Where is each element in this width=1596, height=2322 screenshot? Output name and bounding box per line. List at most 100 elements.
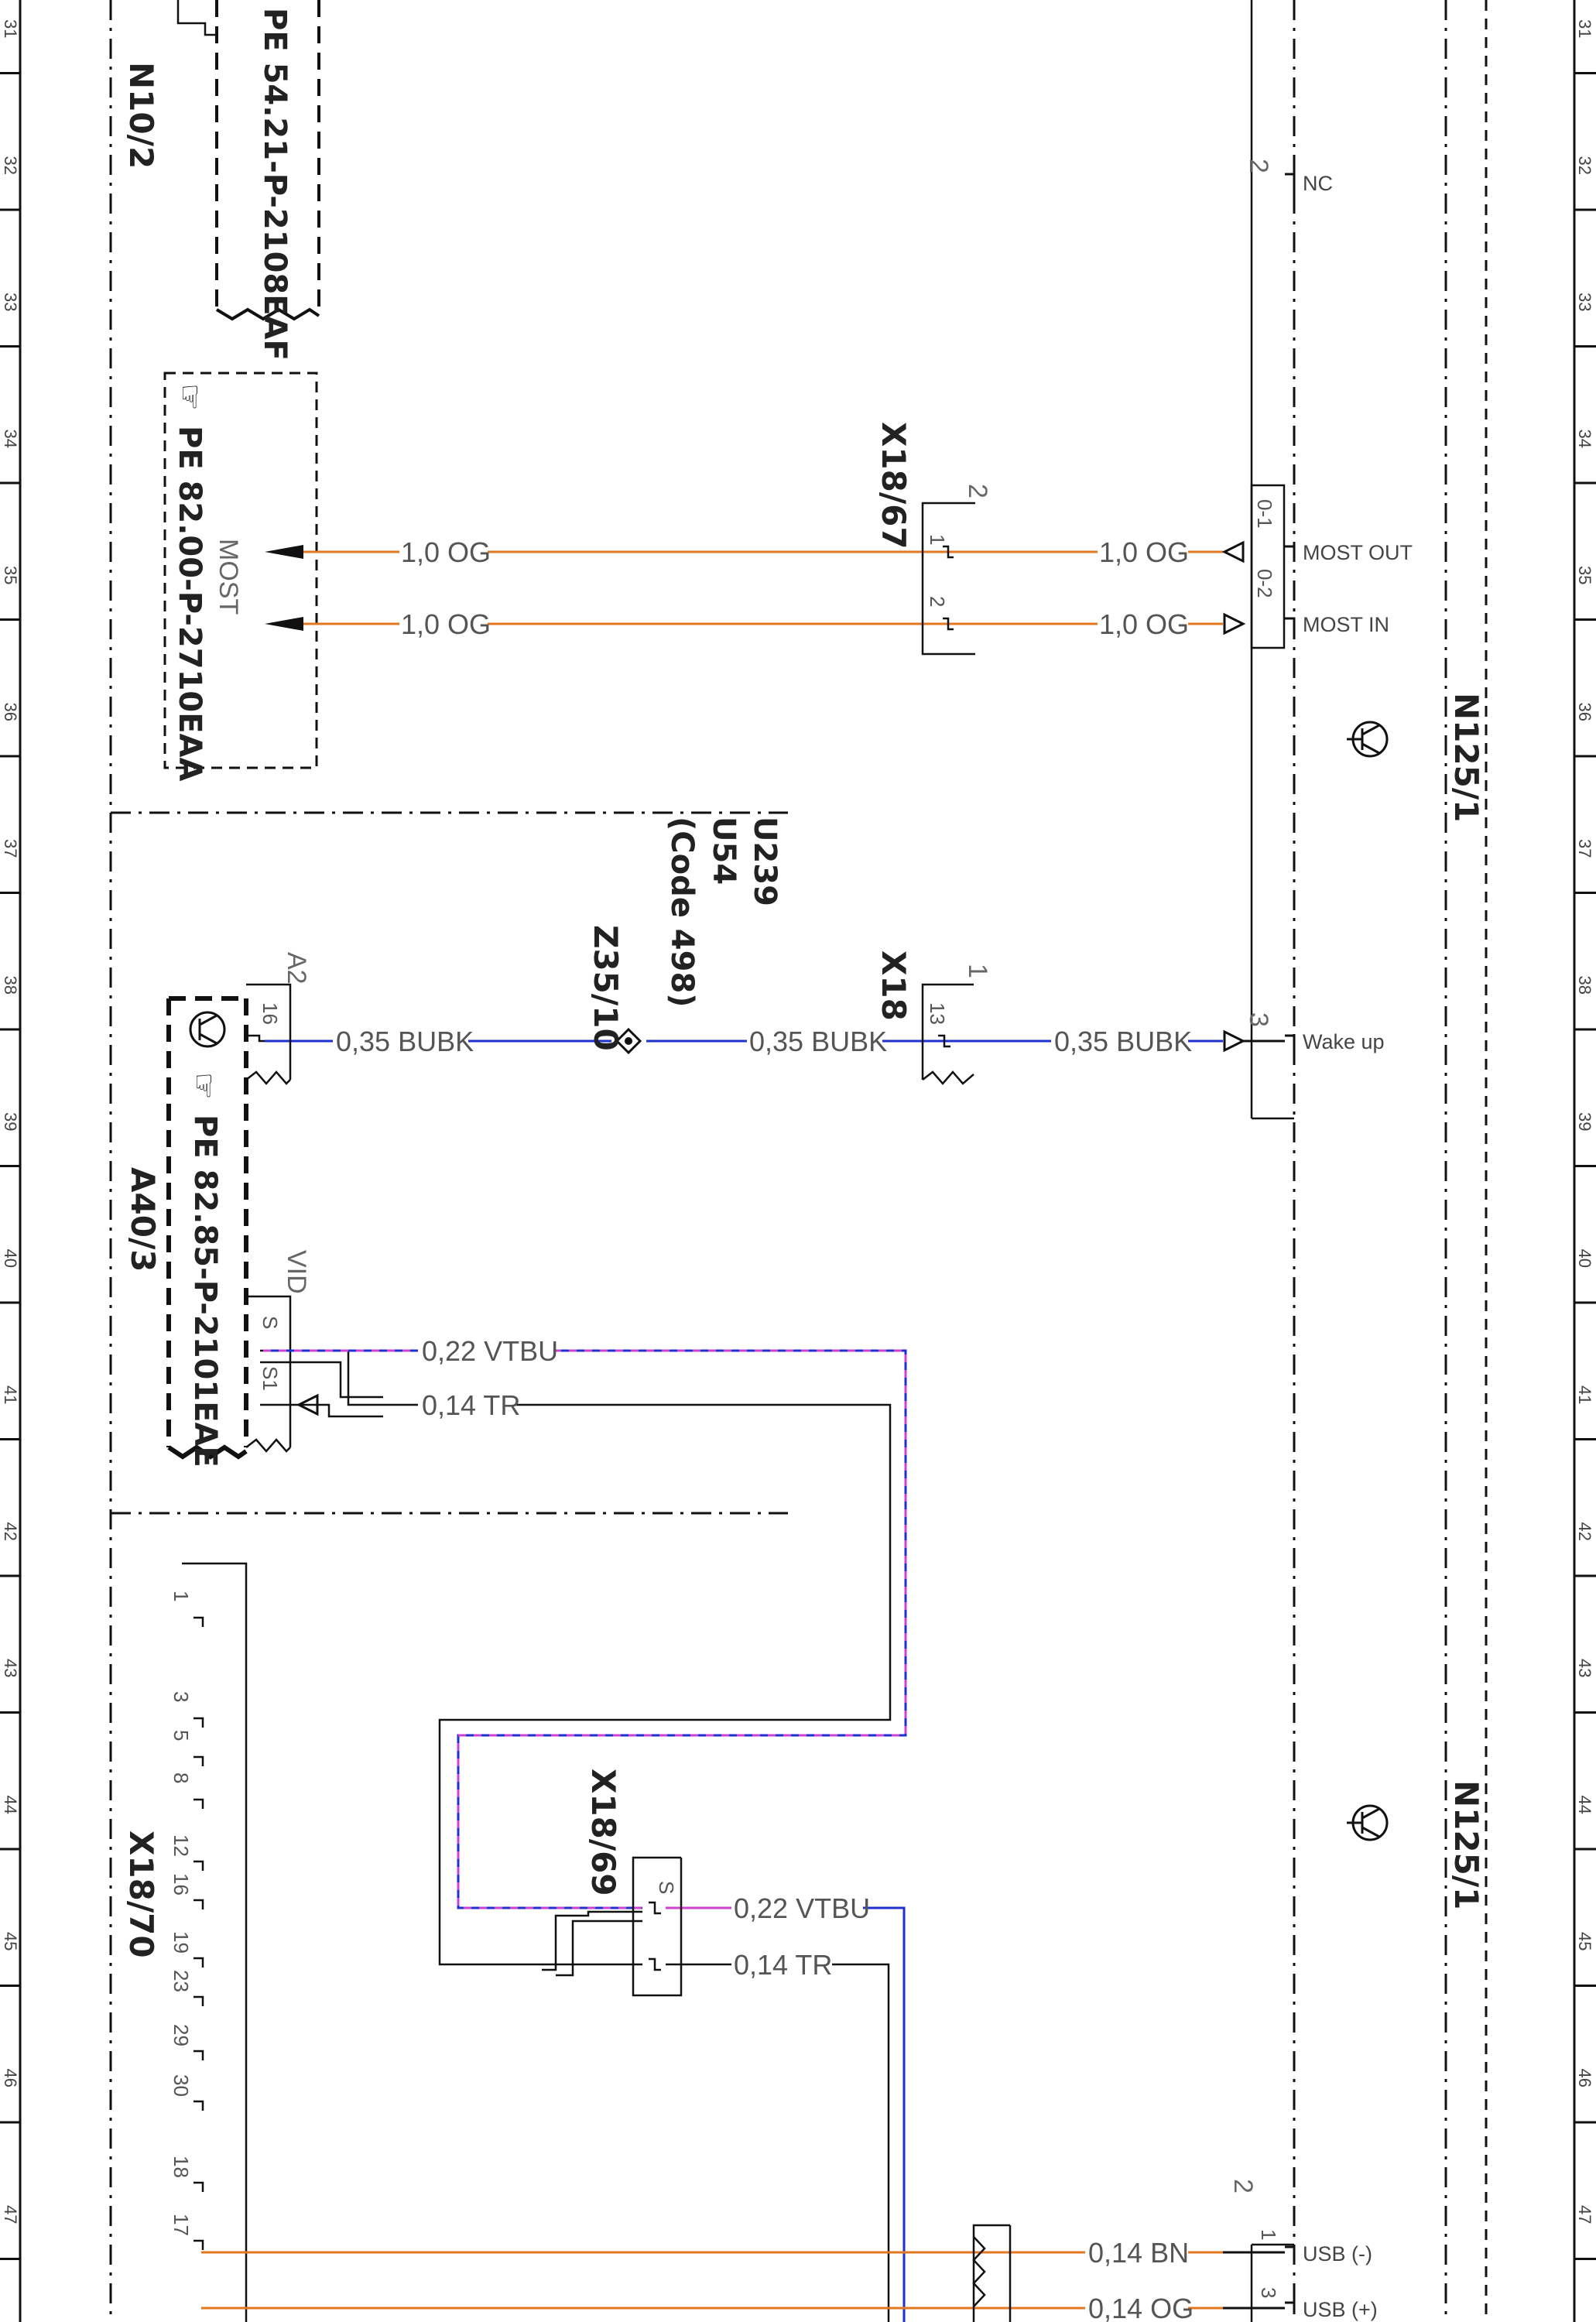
pin-marker <box>194 1755 204 1766</box>
grid-number: 39 <box>1 1112 20 1131</box>
wire-label-vtbu-2: 0,22 VTBU <box>734 1892 870 1924</box>
grid-number: 31 <box>1575 19 1594 38</box>
wire-label-bubk-2: 0,35 BUBK <box>749 1026 887 1057</box>
grid-number: 35 <box>1 566 20 584</box>
wake-up-label: Wake up <box>1303 1030 1385 1053</box>
transistor-icon <box>189 1011 226 1048</box>
usb-top-pin: 2 <box>1228 2179 1258 2194</box>
grid-number: 36 <box>1575 703 1594 721</box>
grid-number: 46 <box>1575 2069 1594 2087</box>
pin-marker <box>194 1957 204 1968</box>
grid-number: 43 <box>1 1659 20 1677</box>
x18-id: X18 <box>875 950 913 1021</box>
grid-number: 45 <box>1 1932 20 1950</box>
x18-67-connector: X18/67 2 1 2 <box>875 422 992 656</box>
arrow-out-icon <box>1223 612 1246 635</box>
wire-label-vtbu-1: 0,22 VTBU <box>422 1335 558 1367</box>
grid-number: 33 <box>1 293 20 311</box>
wire-label-og-usb: 0,14 OG <box>1088 2293 1194 2322</box>
pin-marker <box>194 1860 204 1871</box>
x18-67-pin-2: 2 <box>926 596 949 607</box>
x18-67-id: X18/67 <box>875 422 913 550</box>
x18-70-pin: 23 <box>170 1970 193 1992</box>
n125-1-id-bottom: N125/1 <box>1447 1780 1485 1909</box>
x18-69-connector: X18/69 S <box>542 1769 683 1997</box>
x18-70-pin: 16 <box>170 1873 193 1896</box>
grid-number: 44 <box>1575 1796 1594 1814</box>
grid-number: 45 <box>1575 1932 1594 1950</box>
grid-number: 39 <box>1575 1112 1594 1131</box>
transistor-icon <box>1347 721 1389 758</box>
pin-marker <box>194 2181 204 2192</box>
n10-2-module: PE 54.21-P-2108EAF N10/2 <box>122 0 320 361</box>
x18-70-pin: 8 <box>170 1772 193 1783</box>
arrow-in-icon <box>1223 1029 1246 1053</box>
grid-number: 32 <box>1575 156 1594 175</box>
usb-pins: 2 1 3 USB (-) USB (+) <box>1223 2179 1378 2321</box>
hand-pointer-icon: ☞ <box>172 383 207 411</box>
grid-number: 41 <box>1 1385 20 1404</box>
grid-number: 38 <box>1575 976 1594 995</box>
code-498: (Code 498) <box>664 817 700 1008</box>
a40-3-module: ☞ PE 82.85-P-2101EAE A40/3 A2 16 VID S S… <box>124 952 319 1468</box>
code-u54: U54 <box>706 817 741 885</box>
most-reference-box: ☞ PE 82.00-P-2710EAA MOST <box>163 372 318 782</box>
boundary-lines <box>109 0 1488 2322</box>
x18-70-pin: 18 <box>170 2156 193 2178</box>
wire-label-bn: 0,14 BN <box>1088 2237 1189 2269</box>
x18-pin-13: 13 <box>926 1002 949 1025</box>
wire-label-bubk-3: 0,35 BUBK <box>1054 1026 1192 1057</box>
wire-label-tr-1: 0,14 TR <box>422 1389 520 1421</box>
arrow-left-icon <box>265 617 303 631</box>
pin-marker <box>194 1899 204 1909</box>
grid-number: 33 <box>1575 293 1594 311</box>
grid-number: 34 <box>1 430 20 448</box>
x18-pin-top: 1 <box>963 964 992 978</box>
a40-3-vid: VID <box>282 1250 311 1294</box>
n125-1-labels: N125/1 N125/1 <box>1347 693 1485 1909</box>
n10-2-ref: PE 54.21-P-2108EAF <box>257 8 293 361</box>
grid-number: 47 <box>1 2205 20 2224</box>
pin-marker <box>194 2100 204 2111</box>
n10-2-id: N10/2 <box>122 62 160 169</box>
splice-diamond-icon <box>615 1027 642 1055</box>
grid-number: 37 <box>1575 839 1594 858</box>
x18-70-pin: 19 <box>170 1931 193 1954</box>
usb-minus-pin: 1 <box>1257 2229 1280 2240</box>
z35-10-id: Z35/10 <box>587 925 625 1051</box>
grid-number: 35 <box>1575 566 1594 584</box>
grid-number: 36 <box>1 703 20 721</box>
most-label: MOST <box>214 539 243 615</box>
arrow-in-icon <box>1221 540 1245 563</box>
x18-70-id: X18/70 <box>122 1831 160 1958</box>
x18-67-pin-1: 1 <box>926 534 949 545</box>
a40-3-s: S <box>259 1316 282 1329</box>
grid-number: 38 <box>1 976 20 995</box>
n125-1-id-top: N125/1 <box>1447 693 1485 822</box>
usb-plus-label: USB (+) <box>1303 2298 1378 2321</box>
grid-number: 47 <box>1575 2205 1594 2224</box>
most-box-right-label: 0-2 <box>1253 569 1276 598</box>
most-box-left-label: 0-1 <box>1253 499 1276 529</box>
a40-3-id: A40/3 <box>124 1167 162 1272</box>
usb-minus-label: USB (-) <box>1303 2242 1372 2265</box>
transistor-icon <box>1347 1804 1389 1841</box>
wire-label-og-right-1: 1,0 OG <box>1099 536 1189 568</box>
nc-pin: 2 NC <box>1244 159 1333 195</box>
grid-number: 43 <box>1575 1659 1594 1677</box>
pin-marker <box>194 2239 204 2250</box>
wire-label-bubk-1: 0,35 BUBK <box>336 1026 474 1057</box>
x18-70-pin: 12 <box>170 1834 193 1857</box>
grid-number: 42 <box>1575 1522 1594 1541</box>
pin-marker <box>194 1616 204 1627</box>
wire-label-og-right-2: 1,0 OG <box>1099 608 1189 640</box>
x18-connector: X18 1 13 <box>875 950 992 1085</box>
grid-number: 44 <box>1 1796 20 1814</box>
code-labels: U239 U54 (Code 498) <box>664 817 783 1008</box>
a40-3-a2: A2 <box>282 952 311 985</box>
a40-3-s1: S1 <box>259 1366 282 1391</box>
hand-pointer-icon: ☞ <box>186 1072 221 1100</box>
